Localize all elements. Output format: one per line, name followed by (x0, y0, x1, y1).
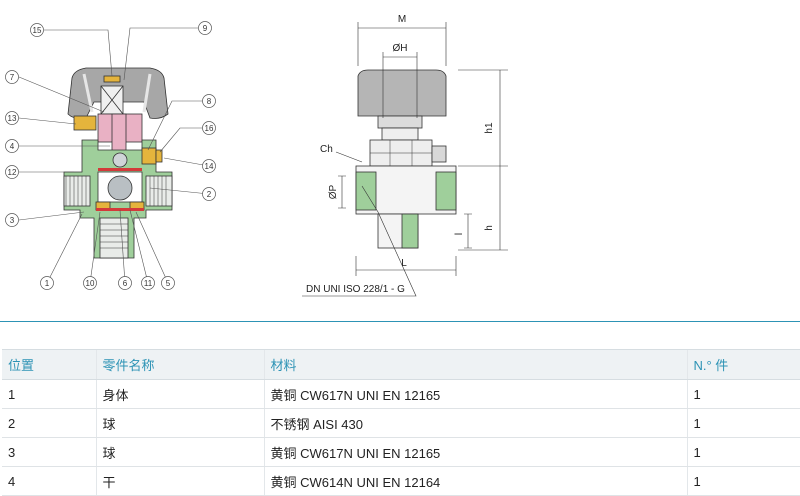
svg-text:4: 4 (10, 142, 15, 151)
dimension-lines (302, 22, 508, 297)
sectional-view (63, 67, 173, 259)
ball-2 (107, 175, 133, 201)
table-header-row: 位置 零件名称 材料 N.° 件 (2, 349, 800, 380)
dimension-labels: M ØH h1 Ch ØP l h L DN UNI ISO 228/1 - G (306, 14, 495, 295)
elevation-view (355, 69, 457, 249)
dim-OP: ØP (328, 184, 339, 199)
svg-text:8: 8 (207, 97, 212, 106)
cell-quantity: 1 (686, 466, 800, 496)
cell-part-name: 身体 (95, 379, 264, 409)
callout-3: 3 (5, 213, 19, 227)
callout-8: 8 (202, 94, 216, 108)
cell-position: 3 (2, 437, 96, 467)
callout-12: 12 (5, 165, 19, 179)
svg-text:3: 3 (10, 216, 15, 225)
svg-text:11: 11 (144, 279, 153, 288)
callout-4: 4 (5, 139, 19, 153)
callout-9: 9 (198, 21, 212, 35)
parts-table: 位置 零件名称 材料 N.° 件 1 身体 黄铜 CW617N UNI EN 1… (2, 349, 800, 496)
svg-text:6: 6 (123, 279, 128, 288)
callout-5: 5 (161, 276, 175, 290)
dim-OH: ØH (393, 43, 408, 54)
knob-elevation (357, 69, 447, 117)
callout-13: 13 (5, 111, 19, 125)
svg-text:14: 14 (205, 162, 214, 171)
dim-h1: h1 (484, 122, 495, 134)
valve-technical-drawing: 15 9 7 13 4 12 3 1 10 6 11 5 8 16 14 2 (5, 14, 508, 297)
cell-quantity: 1 (686, 437, 800, 467)
svg-text:15: 15 (33, 26, 42, 35)
cap-16 (141, 147, 157, 165)
callout-6: 6 (118, 276, 132, 290)
callout-11: 11 (141, 276, 155, 290)
ball-small (112, 152, 128, 168)
svg-text:1: 1 (45, 279, 50, 288)
callout-14: 14 (202, 159, 216, 173)
svg-text:16: 16 (205, 124, 214, 133)
nut-13 (73, 115, 97, 131)
cell-position: 1 (2, 379, 96, 409)
dim-h: h (484, 225, 495, 231)
callout-16: 16 (202, 121, 216, 135)
svg-text:5: 5 (166, 279, 171, 288)
callout-1: 1 (40, 276, 54, 290)
callout-markers: 15 9 7 13 4 12 3 1 10 6 11 5 8 16 14 2 (5, 21, 216, 290)
table-row: 4 干 黄铜 CW614N UNI EN 12164 1 (2, 466, 800, 496)
cell-material: 黄铜 CW614N UNI EN 12164 (263, 466, 687, 496)
callout-15: 15 (30, 23, 44, 37)
header-quantity: N.° 件 (686, 349, 800, 380)
table-row: 1 身体 黄铜 CW617N UNI EN 12165 1 (2, 379, 800, 409)
cell-quantity: 1 (686, 408, 800, 438)
section-divider (0, 321, 800, 322)
svg-text:13: 13 (8, 114, 17, 123)
svg-text:9: 9 (203, 24, 208, 33)
header-material: 材料 (263, 349, 687, 380)
callout-10: 10 (83, 276, 97, 290)
thread-note: DN UNI ISO 228/1 - G (306, 284, 405, 295)
callout-2: 2 (202, 187, 216, 201)
cell-part-name: 干 (95, 466, 264, 496)
dim-L: L (401, 258, 407, 269)
table-row: 2 球 不锈钢 AISI 430 1 (2, 408, 800, 438)
cell-part-name: 球 (95, 437, 264, 467)
cell-quantity: 1 (686, 379, 800, 409)
outlet-section (401, 213, 419, 249)
dim-l: l (454, 233, 465, 235)
callout-leaders (18, 27, 210, 284)
svg-text:12: 12 (8, 168, 17, 177)
svg-text:7: 7 (10, 73, 15, 82)
cell-position: 2 (2, 408, 96, 438)
header-position: 位置 (2, 349, 96, 380)
table-row: 3 球 黄铜 CW617N UNI EN 12165 1 (2, 437, 800, 467)
header-part-name: 零件名称 (95, 349, 264, 380)
cell-part-name: 球 (95, 408, 264, 438)
dim-Ch: Ch (320, 144, 333, 155)
svg-text:2: 2 (207, 190, 212, 199)
cell-material: 黄铜 CW617N UNI EN 12165 (263, 437, 687, 467)
callout-7: 7 (5, 70, 19, 84)
dim-M: M (398, 14, 406, 25)
svg-text:10: 10 (86, 279, 95, 288)
cell-position: 4 (2, 466, 96, 496)
cell-material: 不锈钢 AISI 430 (263, 408, 687, 438)
cell-material: 黄铜 CW617N UNI EN 12165 (263, 379, 687, 409)
